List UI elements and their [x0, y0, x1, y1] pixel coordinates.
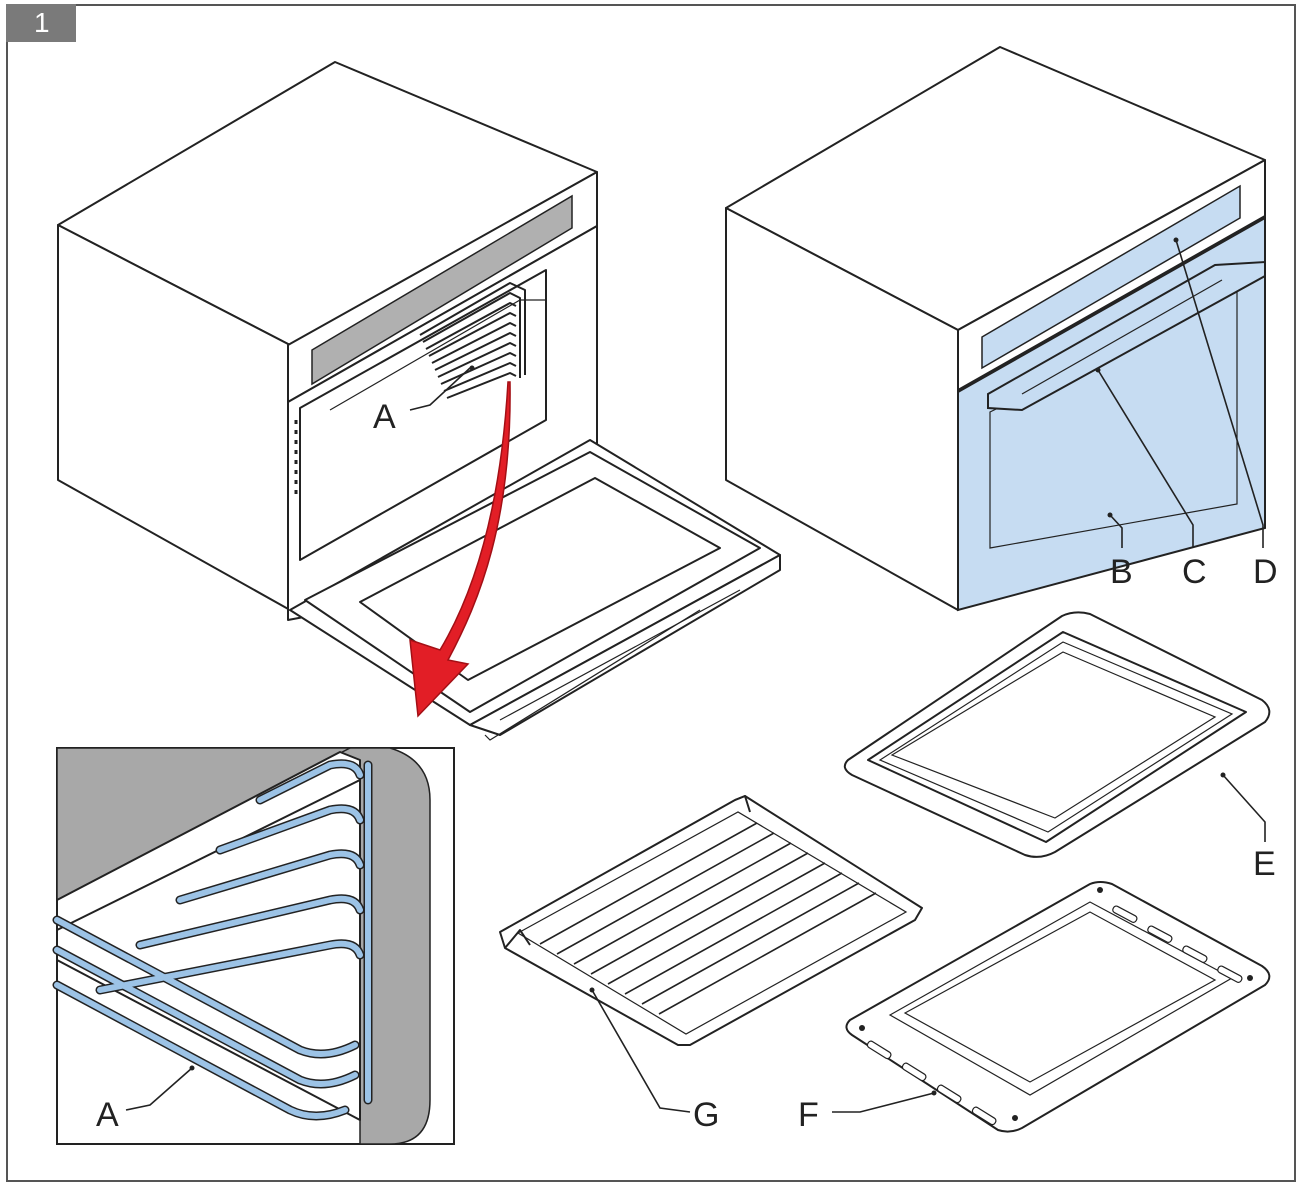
open-oven: A — [57, 61, 781, 741]
open-oven-display-panel — [311, 194, 573, 386]
callout-C: C — [1182, 553, 1207, 591]
leader-D — [1175, 239, 1264, 548]
callout-F: F — [798, 1096, 819, 1134]
rack-detail-inset: A — [52, 747, 455, 1145]
leader-A-detail — [125, 1067, 193, 1111]
figure-number-badge: 1 — [6, 4, 76, 42]
closed-oven: B C D — [725, 46, 1278, 612]
deep-tray-E: E — [843, 611, 1276, 883]
callout-E: E — [1253, 845, 1276, 883]
callout-D: D — [1253, 553, 1278, 591]
leader-C — [1097, 369, 1194, 548]
leader-A-top — [409, 367, 471, 411]
callout-G: G — [693, 1096, 719, 1134]
flat-tray-F: F — [798, 881, 1271, 1134]
open-oven-rack-rails — [419, 282, 526, 399]
wire-rack-G: G — [499, 795, 923, 1134]
leader-G — [591, 989, 691, 1113]
leader-E — [1222, 774, 1266, 842]
control-panel-D — [981, 184, 1241, 370]
callout-B: B — [1110, 553, 1133, 591]
tray-F-vents — [866, 905, 1243, 1126]
handle-C — [987, 260, 1266, 412]
leader-F — [832, 1092, 935, 1113]
callout-A-top: A — [373, 398, 396, 436]
open-door-arrow — [409, 381, 511, 718]
open-door-edge — [469, 554, 781, 736]
callout-A-detail: A — [96, 1096, 119, 1134]
figure-frame — [6, 4, 1296, 1182]
rack-G-bars — [539, 822, 877, 1015]
leader-B — [1109, 514, 1123, 548]
